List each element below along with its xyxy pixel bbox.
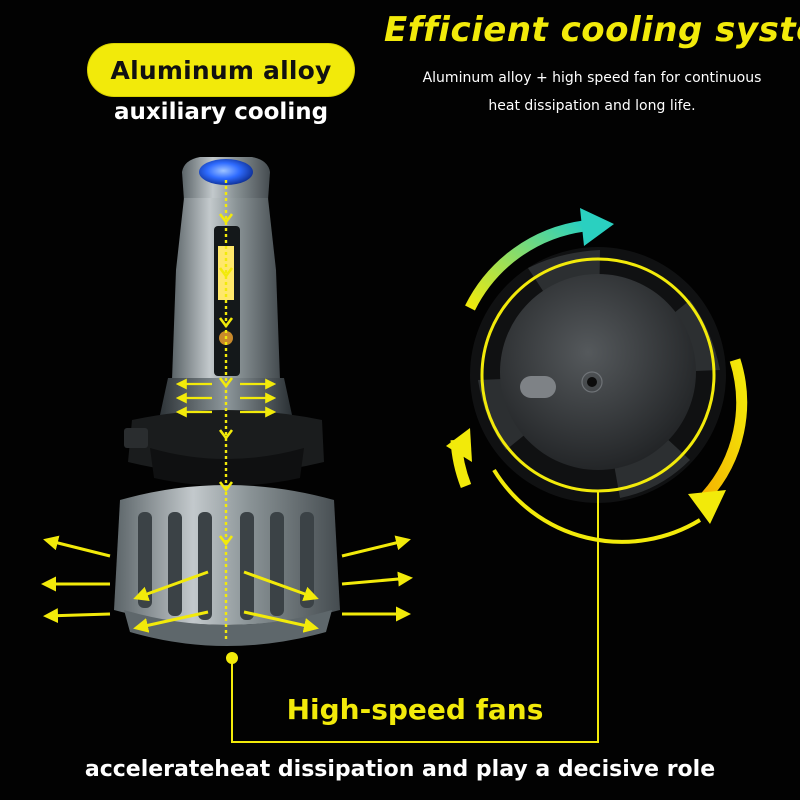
lens (199, 159, 253, 185)
collar-airflow-arrows (175, 378, 277, 418)
badge-title: Aluminum alloy (110, 55, 332, 85)
rotation-arrow-icon (446, 208, 748, 544)
description-line-1: Aluminum alloy + high speed fan for cont… (422, 70, 762, 86)
fan-hub (500, 274, 696, 470)
badge-subtitle: auxiliary cooling (113, 99, 329, 125)
high-speed-fans-label: High-speed fans (286, 693, 544, 726)
airflow-arrow-icon (218, 180, 234, 640)
description-line-2: heat dissipation and long life. (488, 98, 696, 114)
headline: Efficient cooling system (384, 10, 800, 50)
bottom-caption: accelerateheat dissipation and play a de… (84, 757, 716, 782)
callout-connector (226, 492, 599, 743)
aluminum-alloy-badge: Aluminum alloy (88, 44, 354, 96)
fan-airflow-arrows (41, 535, 413, 633)
fan-highlight-ring (480, 257, 716, 493)
cooling-fan-icon (470, 247, 726, 503)
